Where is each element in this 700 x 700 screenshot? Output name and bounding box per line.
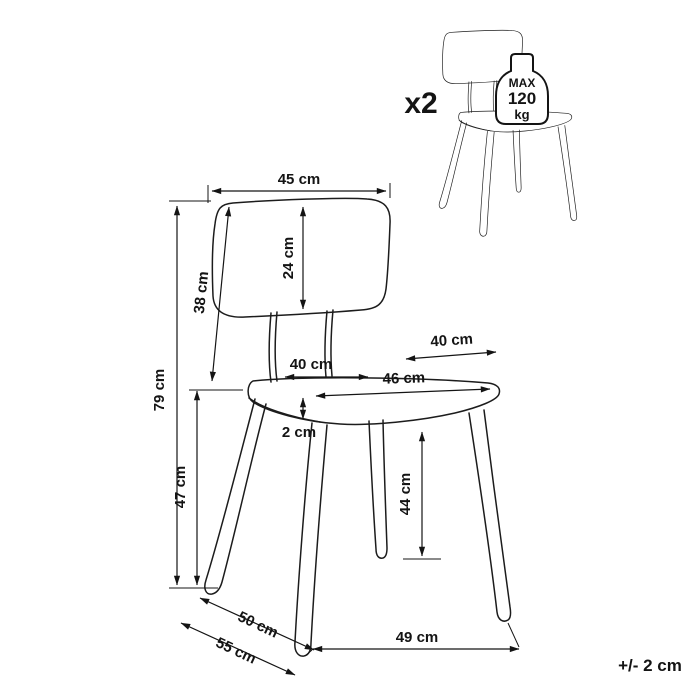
max-weight-line3: kg <box>514 107 529 122</box>
leg-back-right <box>468 409 512 622</box>
back-support-left <box>268 312 272 383</box>
dim-label-backrest-panel-height: 24 cm <box>280 237 297 280</box>
dim-label-backrest-height: 38 cm <box>191 270 212 314</box>
seat-thickness-edge <box>248 397 321 423</box>
main-chair-drawing <box>204 197 512 657</box>
max-weight-line2: 120 <box>508 89 536 108</box>
dim-label-total-height: 79 cm <box>151 369 168 412</box>
dim-label-seat-width: 46 cm <box>382 369 425 387</box>
dim-label-seat-thickness: 2 cm <box>282 424 316 441</box>
arrow-seat-depth-right <box>405 349 497 362</box>
dim-label-seat-height: 47 cm <box>172 466 189 509</box>
dim-label-seat-depth-front: 40 cm <box>290 356 333 373</box>
seat-outline <box>247 377 501 426</box>
max-weight-line1: MAX <box>509 76 536 90</box>
leg-back-left <box>368 419 388 559</box>
arrow-base-diagonal <box>180 622 296 676</box>
back-support-right <box>324 310 328 378</box>
tick-49-left <box>304 649 313 657</box>
dim-label-base-diagonal: 55 cm <box>213 634 259 667</box>
backrest-outline <box>211 197 391 318</box>
dim-label-seat-depth-right: 40 cm <box>430 331 474 351</box>
dimension-lines <box>169 183 520 676</box>
dim-label-base-width: 49 cm <box>396 629 439 646</box>
dim-label-base-depth: 50 cm <box>235 608 281 641</box>
quantity-label: x2 <box>404 87 437 120</box>
dim-label-backrest-width: 45 cm <box>278 171 321 188</box>
leg-front-left <box>204 398 267 595</box>
max-weight-icon-shape <box>495 53 549 125</box>
tolerance-label: +/- 2 cm <box>618 656 682 675</box>
arrow-seat-width <box>315 386 491 399</box>
dim-label-leg-height: 44 cm <box>397 473 414 516</box>
back-support-right-inner <box>330 309 334 377</box>
back-support-left-inner <box>274 311 278 382</box>
max-weight-icon: MAX 120 kg <box>495 53 549 125</box>
arrow-backrest-height <box>209 206 232 382</box>
tick-49-right <box>507 622 520 648</box>
leg-front-right <box>294 422 328 657</box>
small-chair-drawing <box>438 29 578 237</box>
